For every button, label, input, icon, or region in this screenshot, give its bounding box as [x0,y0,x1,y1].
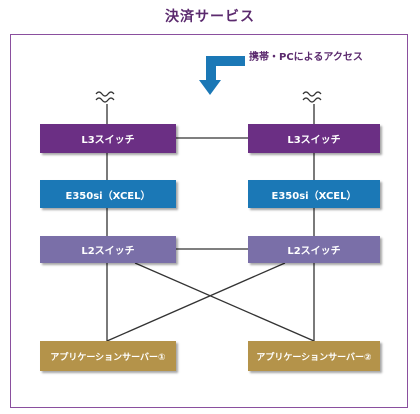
e350si-right: E350si（XCEL） [248,180,380,208]
wavy-line-icon [95,91,115,103]
diagram-frame [10,34,408,408]
l2-switch-right: L2スイッチ [248,236,380,263]
access-label: 携帯・PCによるアクセス [249,52,363,63]
l3-switch-left: L3スイッチ [40,124,176,153]
diagram-title: 決済サービス [165,9,255,25]
e350si-left: E350si（XCEL） [40,180,176,208]
app-server-2: アプリケーションサーバー② [248,341,380,371]
wavy-line-icon [302,91,322,103]
cross-link-left-to-right [134,262,315,342]
down-arrow-icon [199,56,245,95]
l2-switch-left: L2スイッチ [40,236,176,263]
cross-link-right-to-left [106,262,286,342]
app-server-1: アプリケーションサーバー① [40,341,176,371]
l3-switch-right: L3スイッチ [248,124,380,153]
